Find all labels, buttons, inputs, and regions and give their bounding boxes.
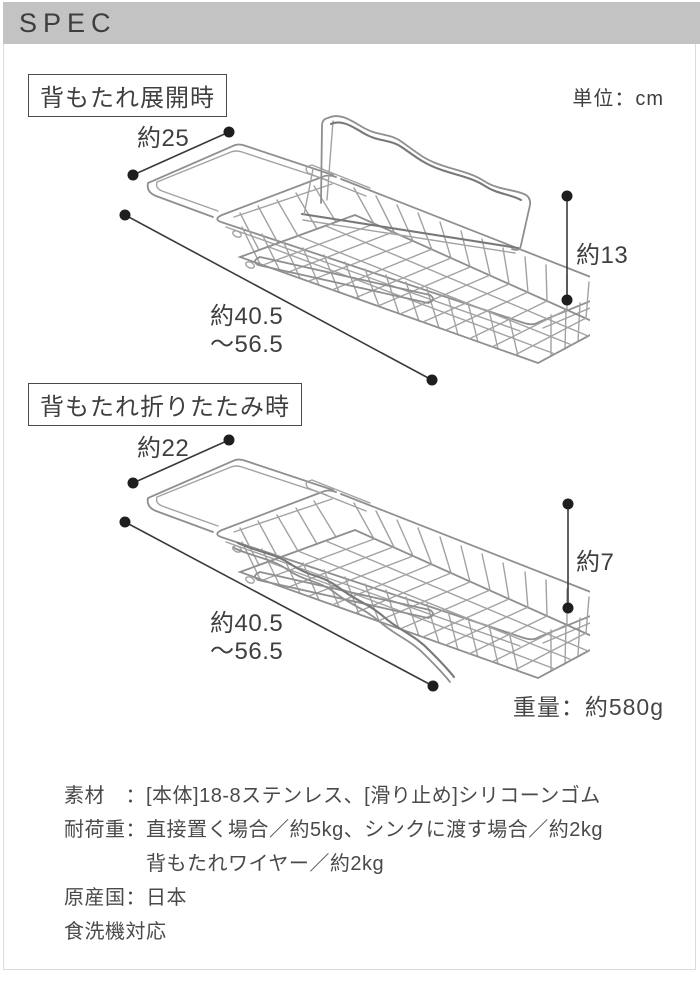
- dim-length-folded-line2: ～56.5: [210, 638, 284, 665]
- info-dishwasher-safe: 食洗機対応: [64, 921, 167, 943]
- page-title: SPEC: [19, 7, 117, 38]
- dim-length-expanded: 約40.5 ～56.5: [210, 303, 283, 359]
- product-info-block: 素材 ：[本体]18-8ステンレス、[滑り止め]シリコーンゴム 耐荷重：直接置く…: [64, 779, 603, 949]
- dim-length-expanded-line1: 約40.5: [210, 303, 284, 330]
- unit-note: 単位：cm: [572, 88, 664, 110]
- dim-top-width-folded: 約22: [137, 435, 190, 462]
- info-country: 原産国：日本: [64, 887, 187, 909]
- section-label-folded: 背もたれ折りたたみ時: [28, 383, 302, 426]
- weight-note: 重量：約580g: [512, 694, 664, 720]
- dim-height-folded: 約7: [576, 549, 615, 576]
- spec-header-bar: SPEC: [3, 2, 700, 44]
- info-load-capacity: 耐荷重：直接置く場合／約5kg、シンクに渡す場合／約2kg: [64, 819, 603, 841]
- dim-length-folded: 約40.5 ～56.5: [210, 610, 283, 666]
- dim-height-expanded: 約13: [576, 242, 629, 269]
- info-load-capacity-cont: 背もたれワイヤー／約2kg: [64, 853, 385, 875]
- info-material: 素材 ：[本体]18-8ステンレス、[滑り止め]シリコーンゴム: [64, 785, 601, 807]
- dim-top-width-expanded: 約25: [137, 125, 190, 152]
- dim-length-expanded-line2: ～56.5: [210, 331, 284, 358]
- dim-length-folded-line1: 約40.5: [210, 610, 284, 637]
- section-label-expanded: 背もたれ展開時: [28, 74, 227, 117]
